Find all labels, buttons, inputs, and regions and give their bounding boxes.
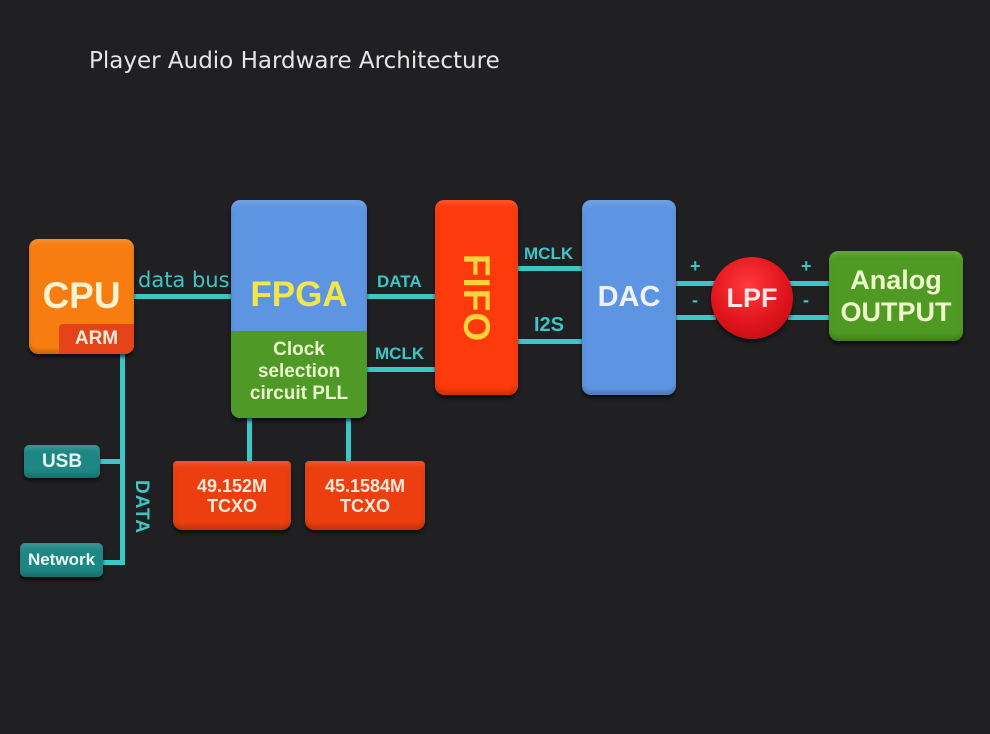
wire-usb [100, 459, 122, 464]
label-data-bus: data bus [138, 268, 230, 292]
wire-fpga-fifo-data [367, 294, 435, 299]
wire-fpga-fifo-mclk [367, 367, 435, 372]
tcxo-45m-freq: 45.1584M [324, 475, 406, 496]
wire-dac-lpf-minus [676, 315, 716, 320]
wire-lpf-out-minus [788, 315, 830, 320]
lpf-block: LPF [711, 257, 793, 339]
tcxo-49m-freq: 49.152M [196, 475, 268, 496]
wire-dac-lpf-plus [676, 281, 716, 286]
output-label: OUTPUT [840, 297, 952, 327]
arm-label: ARM [59, 324, 134, 354]
fpga-core: FPGA [231, 200, 367, 331]
usb-block: USB [24, 445, 100, 478]
fpga-block: FPGA Clock selection circuit PLL [231, 200, 367, 418]
wire-network [103, 560, 123, 565]
lpf-label: LPF [726, 282, 778, 313]
pll-section: Clock selection circuit PLL [231, 331, 367, 418]
tcxo-45m-block: 45.1584M TCXO [305, 461, 425, 530]
wire-cpu-fpga [134, 294, 232, 299]
diagram-title: Player Audio Hardware Architecture [89, 48, 500, 74]
label-dac-mclk: MCLK [524, 244, 574, 263]
label-fpga-mclk: MCLK [375, 344, 425, 363]
dac-block: DAC [582, 200, 676, 395]
analog-label: Analog [850, 265, 942, 295]
wire-cpu-down [120, 354, 125, 565]
cpu-block: CPU ARM [29, 239, 134, 354]
label-i2s: I2S [534, 314, 565, 336]
plus-sign-right: + [801, 256, 812, 276]
plus-sign-left: + [690, 256, 701, 276]
minus-sign-right: - [803, 290, 809, 310]
wire-fifo-dac-i2s [518, 339, 582, 344]
tcxo-49m-block: 49.152M TCXO [173, 461, 291, 530]
fpga-label: FPGA [250, 275, 348, 314]
wire-pll-tcxo1 [247, 418, 252, 462]
wire-fifo-dac-mclk [518, 266, 582, 271]
cpu-label: CPU [42, 275, 121, 316]
label-fpga-data: DATA [377, 272, 422, 291]
tcxo-49m-type: TCXO [206, 495, 257, 516]
label-inputs-data: DATA [131, 480, 152, 534]
minus-sign-left: - [692, 290, 698, 310]
fifo-block: FIFO [435, 200, 518, 395]
wire-pll-tcxo2 [346, 418, 351, 462]
wire-lpf-out-plus [788, 281, 830, 286]
network-block: Network [20, 543, 103, 577]
analog-output-block: Analog OUTPUT [829, 251, 963, 341]
fifo-label: FIFO [456, 253, 498, 342]
dac-label: DAC [597, 281, 661, 313]
tcxo-45m-type: TCXO [339, 495, 390, 516]
